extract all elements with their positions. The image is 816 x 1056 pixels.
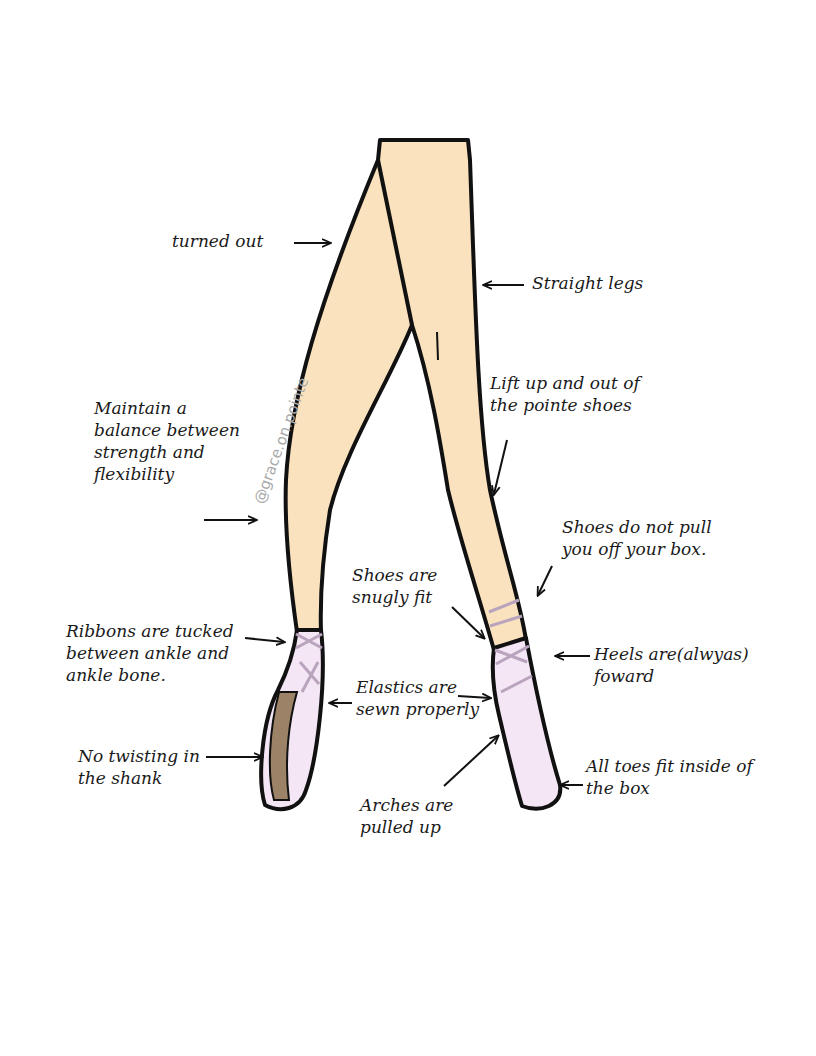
callout-label: Shoes are snugly fit [352,564,462,608]
callout-label: Lift up and out of the pointe shoes [490,372,665,416]
callout-label: Shoes do not pull you off your box. [562,516,732,560]
callout-label: Arches are pulled up [360,794,470,838]
callout-label: Heels are(alwyas) foward [594,643,769,687]
callout-label: Elastics are sewn properly [356,676,486,720]
callout-label: No twisting in the shank [78,745,228,789]
leader-arrows [204,243,590,786]
callout-label: Ribbons are tucked between ankle and ank… [66,620,246,686]
callout-label: All toes fit inside of the box [586,755,766,799]
callout-label: Maintain a balance between strength and … [94,397,254,485]
callout-label: turned out [172,230,292,252]
callout-label: Straight legs [532,272,692,294]
